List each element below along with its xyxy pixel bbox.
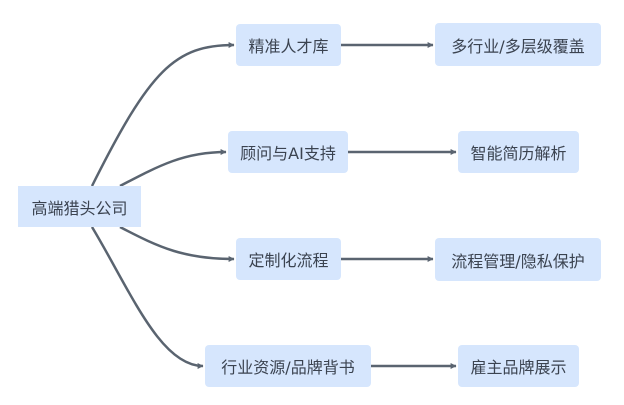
node-branch-custom-process[interactable]: 定制化流程 xyxy=(236,238,341,280)
edge-root-b3 xyxy=(119,225,235,262)
node-leaf-coverage[interactable]: 多行业/多层级覆盖 xyxy=(435,23,601,66)
node-branch-consultant-ai[interactable]: 顾问与AI支持 xyxy=(228,131,348,173)
edge-root-b2 xyxy=(119,149,227,188)
node-branch-label: 定制化流程 xyxy=(248,251,329,270)
node-branch-label: 行业资源/品牌背书 xyxy=(221,358,355,377)
node-branch-talent-pool[interactable]: 精准人才库 xyxy=(236,24,341,66)
node-leaf-resume-parsing[interactable]: 智能简历解析 xyxy=(458,131,579,173)
node-branch-industry-brand[interactable]: 行业资源/品牌背书 xyxy=(205,345,371,387)
node-branch-label: 精准人才库 xyxy=(248,37,329,56)
node-leaf-label: 雇主品牌展示 xyxy=(470,358,567,377)
node-leaf-label: 多行业/多层级覆盖 xyxy=(451,36,585,56)
node-root[interactable]: 高端猎头公司 xyxy=(18,186,141,227)
node-leaf-label: 智能简历解析 xyxy=(470,144,567,163)
edge-root-b1 xyxy=(90,42,235,187)
node-leaf-employer-brand[interactable]: 雇主品牌展示 xyxy=(458,345,579,387)
node-leaf-label: 流程管理/隐私保护 xyxy=(451,251,585,271)
edge-root-b4 xyxy=(90,226,204,369)
node-root-label: 高端猎头公司 xyxy=(31,198,128,218)
node-branch-label: 顾问与AI支持 xyxy=(240,144,336,163)
node-leaf-process-privacy[interactable]: 流程管理/隐私保护 xyxy=(435,238,601,281)
